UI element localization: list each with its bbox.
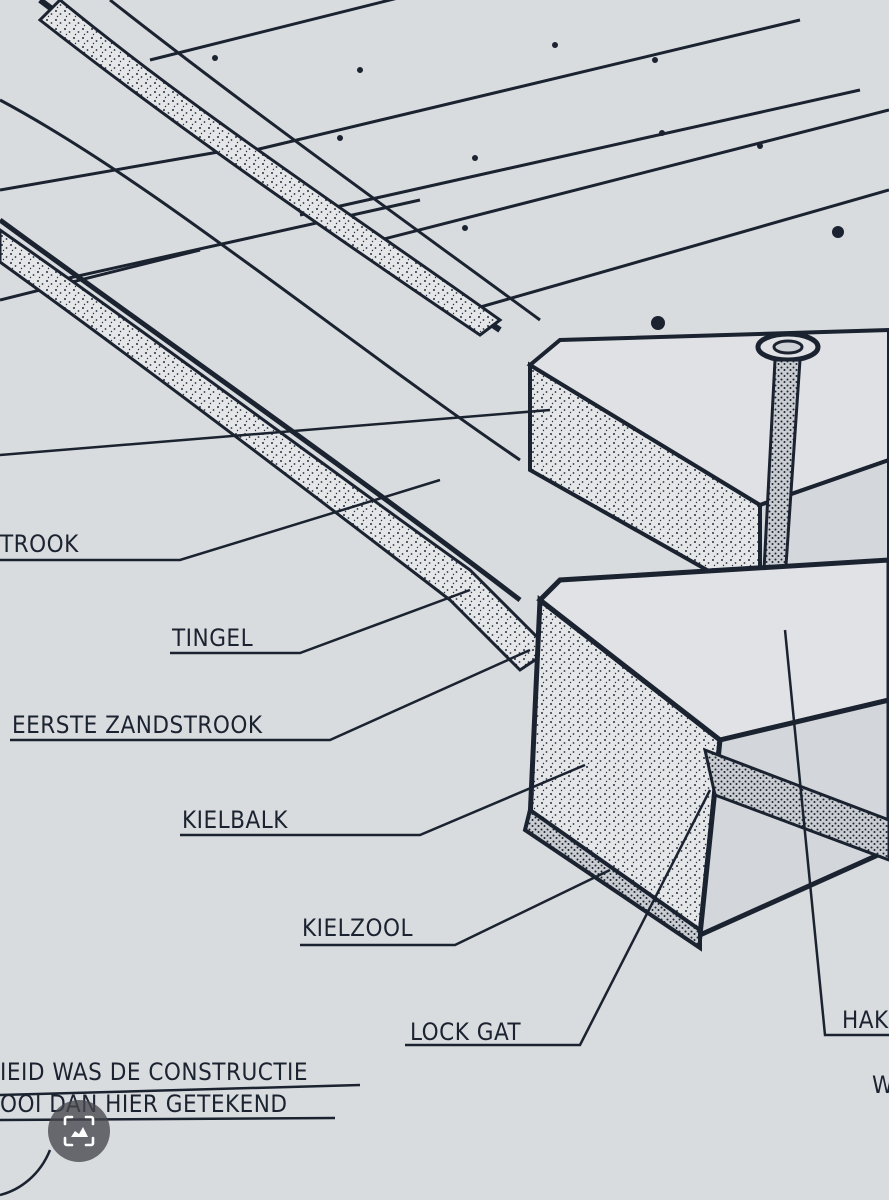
label-tingel: TINGEL: [171, 624, 253, 652]
label-w-partial: W: [872, 1071, 889, 1099]
upper-sand-strip: [37, 0, 503, 337]
label-lock-gat: LOCK GAT: [410, 1018, 521, 1046]
label-strook-partial: TROOK: [0, 530, 79, 558]
kielzool-sole: [522, 806, 702, 952]
lock-gat-slot: [702, 747, 889, 862]
kielbalk-beam: [527, 557, 889, 940]
label-eerste-zandstrook: EERSTE ZANDSTROOK: [12, 711, 263, 739]
label-hak-partial: HAK: [842, 1006, 889, 1034]
live-text-scan-icon: [63, 1115, 95, 1147]
note-line-1: IEID WAS DE CONSTRUCTIE: [0, 1058, 308, 1086]
label-kielbalk: KIELBALK: [182, 806, 288, 834]
note-line-2: OOI DAN HIER GETEKEND: [0, 1090, 288, 1118]
upper-keel-block: [526, 327, 889, 604]
live-text-scan-button[interactable]: [48, 1100, 110, 1162]
label-kielzool: KIELZOOL: [302, 914, 413, 942]
